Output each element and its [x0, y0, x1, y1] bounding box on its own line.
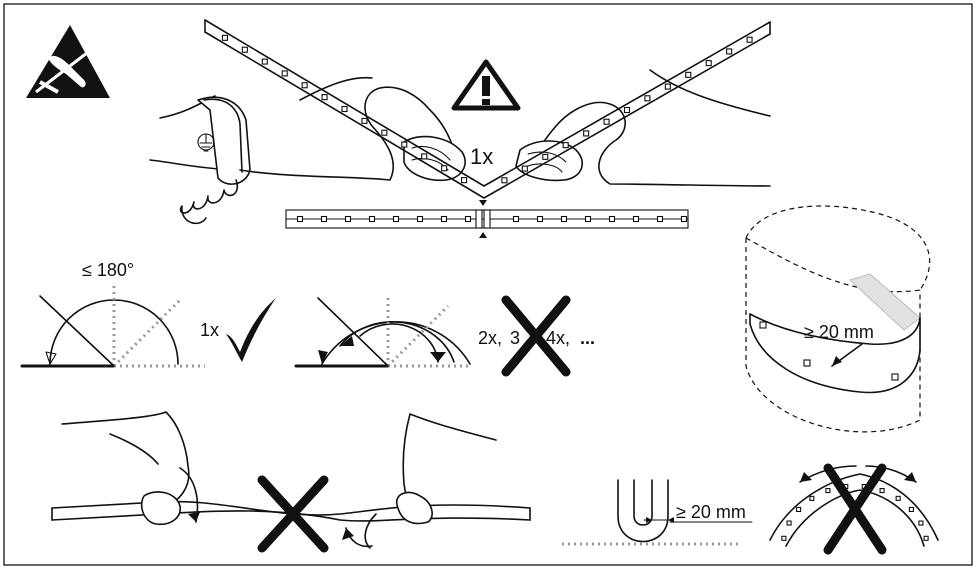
- led-pad: [923, 535, 929, 541]
- led-pad: [368, 215, 376, 223]
- led-pad: [608, 215, 616, 223]
- led-pad: [879, 488, 885, 494]
- bend-count-bad-c: 4x,: [546, 328, 570, 348]
- diagram-border: [3, 3, 973, 566]
- led-pad: [746, 36, 753, 43]
- checkmark-icon: [226, 298, 276, 362]
- cut-mark-top-icon: [479, 200, 487, 206]
- bent-led-strip: [204, 19, 771, 199]
- led-pad: [501, 177, 508, 184]
- led-pad: [521, 165, 528, 172]
- esd-wristband-hand: [149, 95, 251, 225]
- cut-mark-bottom-icon: [479, 232, 487, 238]
- led-pad: [809, 495, 815, 501]
- led-pad: [321, 94, 328, 101]
- led-pad: [786, 520, 792, 526]
- warning-triangle-icon: [451, 59, 521, 111]
- cylinder-radius-diagram: [745, 205, 931, 433]
- led-pad: [296, 215, 304, 223]
- bend-count-bad-b: 3: [510, 328, 520, 348]
- bend-count-bad-a: 2x,: [478, 328, 502, 348]
- led-pad: [512, 215, 520, 223]
- led-pad: [261, 58, 268, 65]
- twisting-strip-scene: [51, 411, 531, 549]
- led-pad: [221, 34, 228, 41]
- led-pad: [421, 153, 428, 160]
- led-pad: [685, 71, 692, 78]
- u-bend-radius-diagram: [562, 479, 753, 546]
- led-pad: [536, 215, 544, 223]
- radius-round-label: ≥ 20 mm: [804, 322, 874, 342]
- led-pad: [562, 142, 569, 149]
- led-pad: [603, 118, 610, 125]
- led-pad: [918, 520, 924, 526]
- angle-limit-label: ≤ 180°: [82, 260, 134, 280]
- led-pad: [623, 106, 631, 114]
- led-pad: [664, 83, 671, 90]
- led-pad: [560, 215, 568, 223]
- right-hand-holding-strip: [515, 69, 771, 187]
- led-pad: [401, 141, 408, 148]
- led-pad: [825, 488, 831, 494]
- led-pad: [441, 165, 448, 172]
- led-pad: [320, 215, 328, 223]
- bend-count-top-label: 1x: [470, 144, 493, 169]
- led-pad: [726, 48, 733, 55]
- led-pad: [392, 215, 400, 223]
- led-pad: [705, 60, 712, 67]
- led-pad: [281, 70, 288, 77]
- led-pad: [440, 215, 448, 223]
- led-pad: [656, 215, 664, 223]
- led-pad: [461, 177, 468, 184]
- led-pad: [416, 215, 424, 223]
- led-pad: [895, 495, 901, 501]
- led-pad: [680, 215, 688, 223]
- left-hand-holding-strip: [239, 76, 466, 182]
- cross-icon: [501, 295, 571, 377]
- led-pad: [381, 129, 388, 136]
- led-pad: [361, 117, 368, 124]
- led-pad: [542, 153, 549, 160]
- cross-icon: [823, 463, 887, 555]
- angle-diagram-ok: [20, 282, 205, 368]
- straight-led-strip: [285, 200, 689, 238]
- led-pad: [341, 105, 348, 113]
- led-pad: [908, 506, 914, 512]
- led-pad: [584, 215, 592, 223]
- bend-count-bad-d: ...: [580, 328, 595, 348]
- cross-icon: [257, 475, 329, 553]
- led-pad: [796, 506, 802, 512]
- led-pad: [241, 46, 248, 53]
- led-pad: [781, 535, 787, 541]
- led-pad: [583, 130, 590, 137]
- esd-warning-icon: [26, 25, 110, 98]
- led-pad: [464, 215, 472, 223]
- led-pad: [301, 82, 308, 89]
- angle-diagram-repeated: [294, 294, 471, 368]
- bend-count-bad-label: 2x, 3 4x, ...: [478, 328, 595, 348]
- radius-u-label: ≥ 20 mm: [676, 502, 746, 522]
- led-pad: [644, 95, 651, 102]
- bend-count-ok-label: 1x: [200, 320, 219, 340]
- led-pad: [344, 215, 352, 223]
- led-pad: [632, 215, 640, 223]
